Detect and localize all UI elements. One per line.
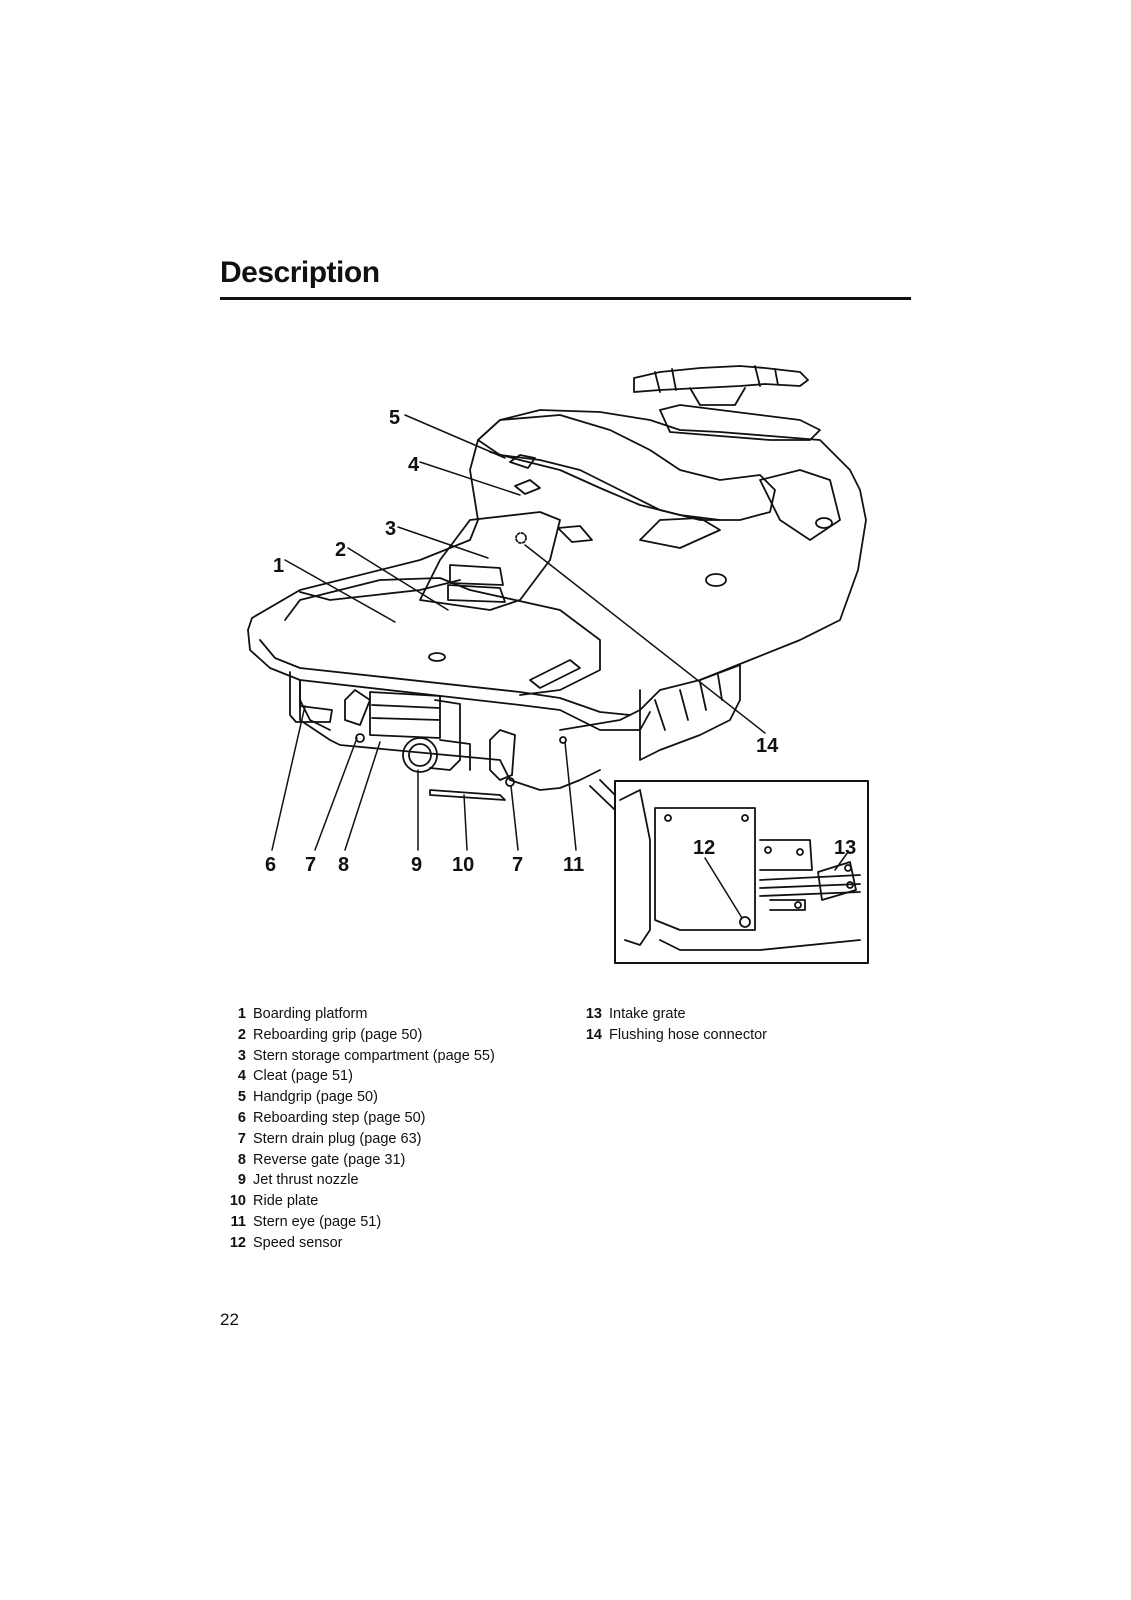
callout-7b: 7: [512, 854, 523, 876]
inset-drawing: [589, 779, 869, 964]
page-number: 22: [220, 1310, 239, 1329]
callout-labels: 1 2 3 4 5 6 7 8 9 10 7 11 12 13 14: [265, 407, 856, 876]
callout-12: 12: [693, 837, 715, 859]
callout-5: 5: [389, 407, 400, 429]
callout-4: 4: [408, 454, 420, 476]
page-heading: Description: [220, 256, 380, 289]
callout-8: 8: [338, 854, 349, 876]
hull-drawing: [247, 404, 867, 801]
leader-lines: [271, 414, 849, 919]
heading-rule: [220, 297, 911, 300]
handlebar-drawing: [633, 365, 809, 406]
callout-6: 6: [265, 854, 276, 876]
callout-14: 14: [756, 735, 779, 757]
callout-7a: 7: [305, 854, 316, 876]
callout-3: 3: [385, 518, 396, 540]
callout-13: 13: [834, 837, 856, 859]
callout-10: 10: [452, 854, 474, 876]
callout-1: 1: [273, 555, 284, 577]
callout-2: 2: [335, 539, 346, 561]
callout-11: 11: [563, 854, 584, 876]
callout-9: 9: [411, 854, 422, 876]
